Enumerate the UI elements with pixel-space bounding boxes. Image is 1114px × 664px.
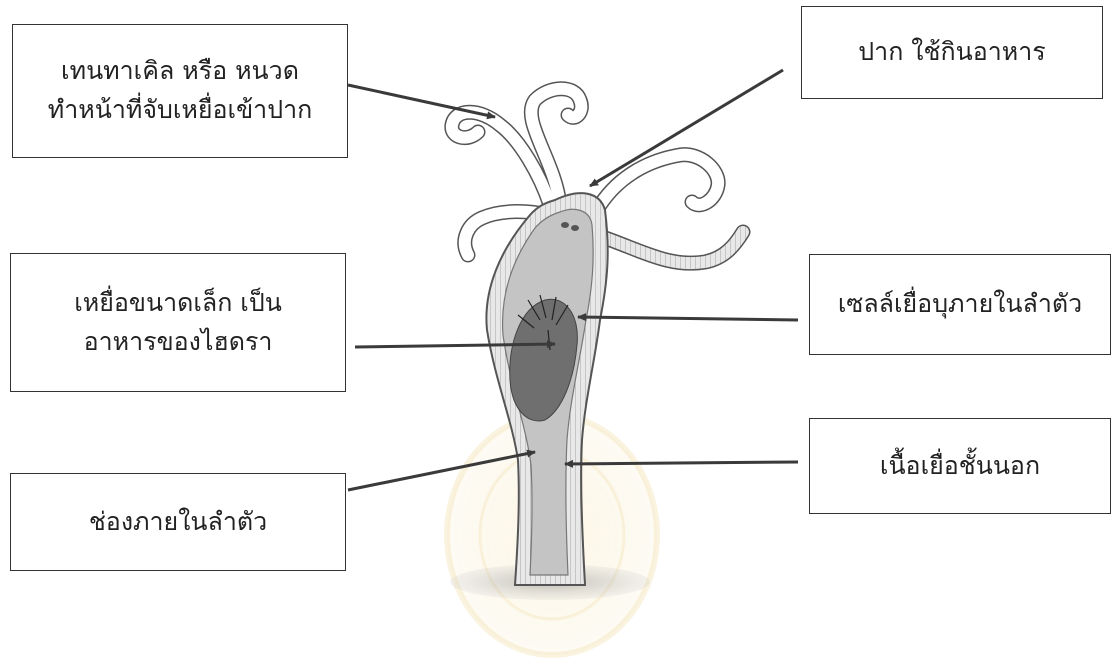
arrow-tentacle — [348, 85, 495, 117]
label-cavity-line1: ช่องภายในลำตัว — [89, 503, 267, 542]
label-tentacle-line1: เทนทาเคิล หรือ หนวด — [61, 52, 299, 91]
label-mouth: ปาก ใช้กินอาหาร — [801, 6, 1103, 99]
label-gastrodermis: เซลล์เยื่อบุภายในลำตัว — [809, 254, 1111, 355]
arrow-gastrodermis — [578, 317, 798, 320]
label-gastrodermis-line1: เซลล์เยื่อบุภายในลำตัว — [838, 285, 1082, 324]
arrow-ectoderm — [565, 462, 798, 464]
label-tentacle-line2: ทำหน้าที่จับเหยื่อเข้าปาก — [48, 91, 313, 130]
label-prey-line2: อาหารของไฮดรา — [84, 323, 273, 362]
label-ectoderm: เนื้อเยื่อชั้นนอก — [809, 418, 1111, 514]
arrow-mouth — [590, 70, 783, 186]
mouth-spot — [561, 222, 569, 228]
label-body-cavity: ช่องภายในลำตัว — [10, 473, 346, 571]
mouth-spot — [571, 225, 579, 231]
label-ectoderm-line1: เนื้อเยื่อชั้นนอก — [880, 447, 1040, 486]
label-tentacle: เทนทาเคิล หรือ หนวด ทำหน้าที่จับเหยื่อเข… — [12, 24, 348, 158]
label-mouth-line1: ปาก ใช้กินอาหาร — [858, 33, 1045, 72]
label-prey: เหยื่อขนาดเล็ก เป็น อาหารของไฮดรา — [10, 253, 346, 392]
label-prey-line1: เหยื่อขนาดเล็ก เป็น — [74, 284, 282, 323]
